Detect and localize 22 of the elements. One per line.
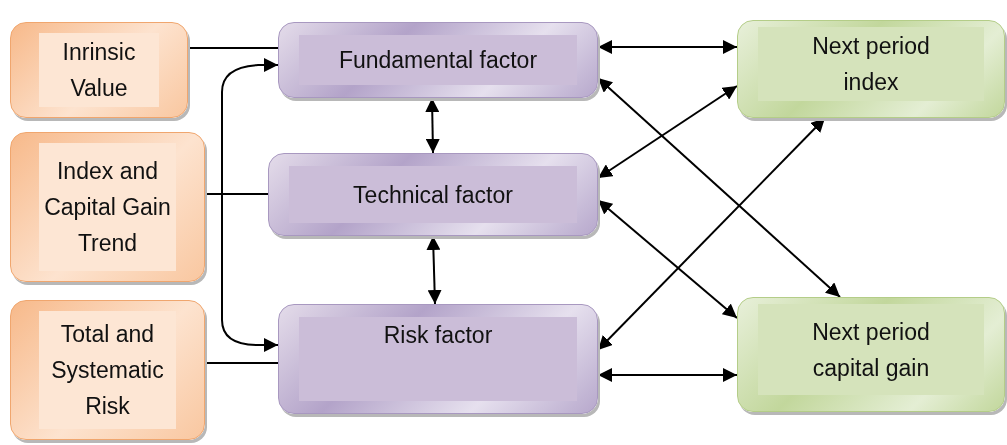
- rounded-box: [10, 132, 205, 282]
- connector-arrow: [597, 368, 738, 382]
- rounded-box: [278, 22, 598, 98]
- box-label: Next period capital gain: [811, 317, 931, 383]
- box-label: Index and Capital Gain Trend: [43, 157, 172, 258]
- rounded-box: [10, 300, 205, 440]
- box-label: Technical factor: [353, 180, 513, 210]
- box-label: Total and Systematic Risk: [50, 320, 165, 421]
- box-label: Inrinsic Value: [61, 38, 137, 103]
- rounded-box: [10, 22, 188, 118]
- rounded-box: [268, 153, 598, 236]
- connector-arrow: [221, 58, 279, 352]
- connector-arrow: [597, 199, 738, 319]
- rounded-box: [737, 297, 1005, 412]
- rounded-box: [278, 304, 598, 414]
- box-label: Next period index: [811, 32, 931, 97]
- connector-arrow: [597, 85, 738, 179]
- connector-arrow: [597, 40, 738, 54]
- box-label: Fundamental factor: [338, 46, 538, 75]
- box-label: Risk factor: [383, 321, 493, 350]
- rounded-box: [737, 20, 1005, 118]
- connector-arrow: [597, 77, 841, 298]
